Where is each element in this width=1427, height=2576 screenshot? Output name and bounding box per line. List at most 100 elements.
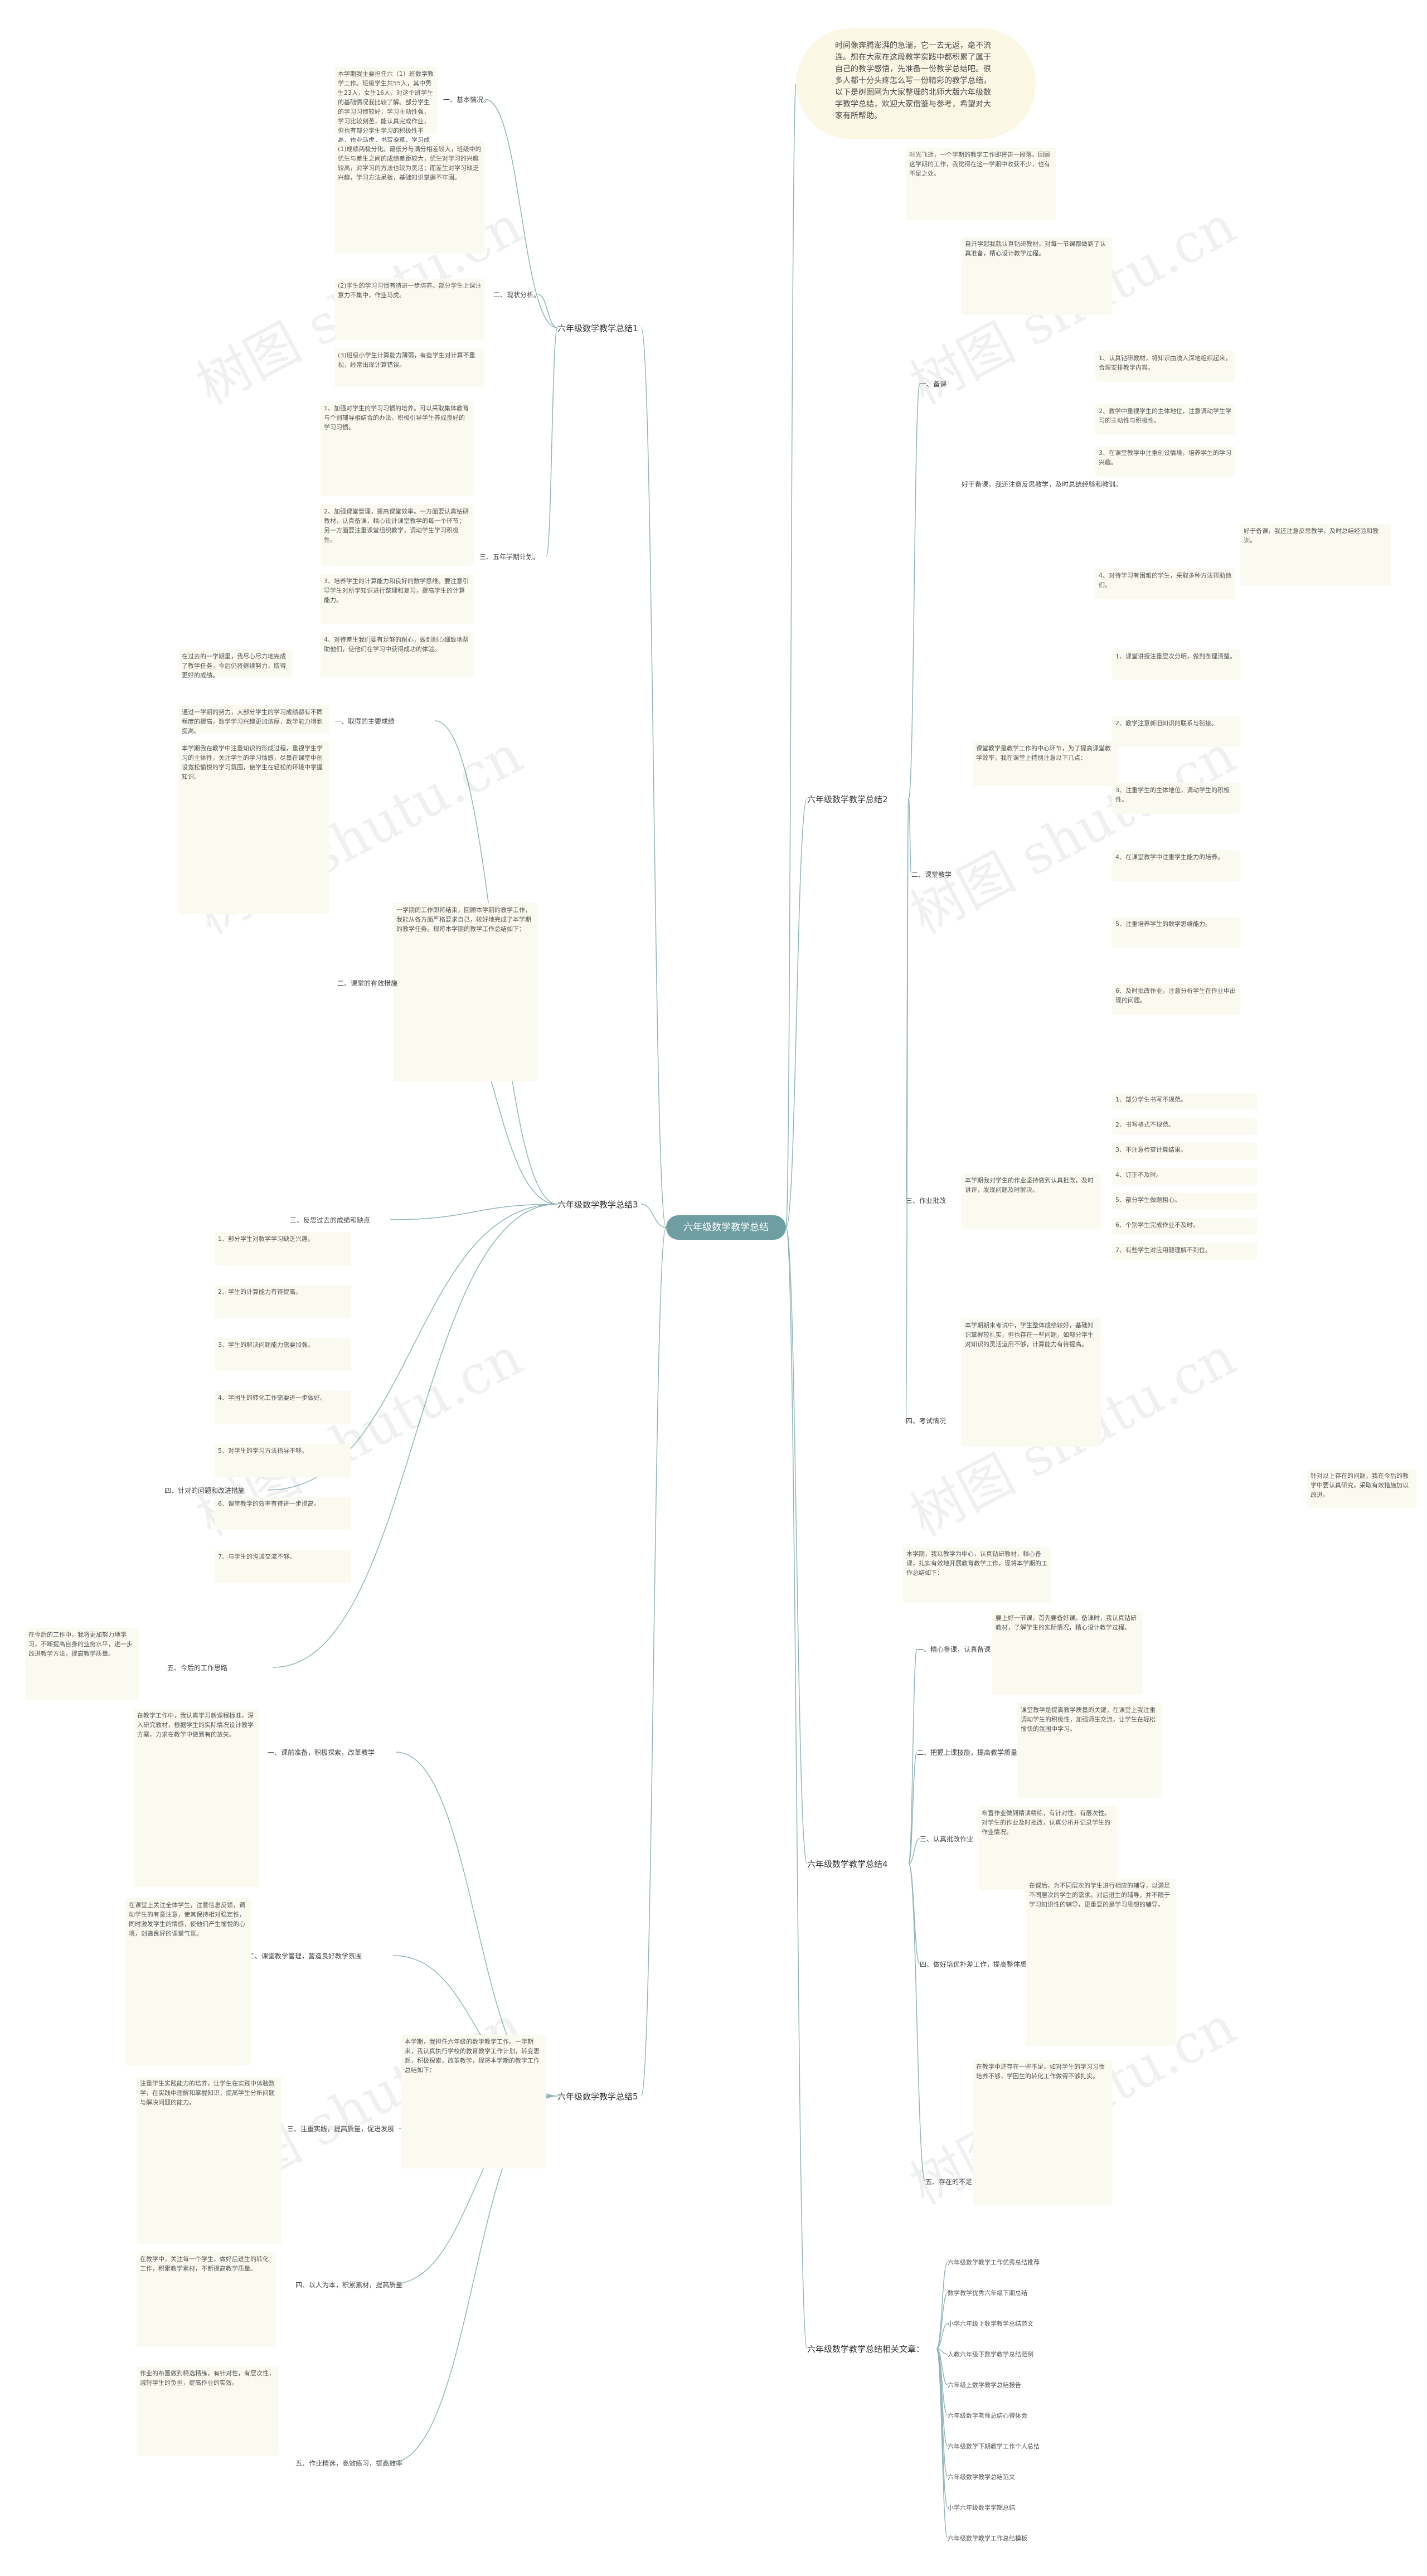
b1-analysis-text-2: (2)学生的学习习惯有待进一步培养。部分学生上课注意力不集中，作业马虎。 — [334, 279, 485, 340]
b2-preparation-reflection: 好于备课，我还注意反思教学，及时总结经验和教训。 — [1240, 524, 1391, 585]
b2-exam[interactable]: 四、考试情况 — [906, 1417, 947, 1425]
related-article-1[interactable]: 六年级数学教学工作优秀总结推荐 — [948, 2259, 1040, 2266]
b3-measures[interactable]: 二、课堂的有效措施 — [337, 979, 398, 987]
link-b4-sub5 — [908, 1863, 926, 2182]
b1-analysis[interactable]: 二、现状分析。 — [493, 291, 541, 299]
link-related-9 — [936, 2348, 948, 2508]
link-b4-sub2 — [908, 1752, 918, 1864]
b2-classroom[interactable]: 二、课堂教学 — [911, 871, 952, 879]
b4-shortcomings-text: 在教学中还存在一些不足，如对学生的学习习惯培养不够，学困生的转化工作做得不够扎实… — [973, 2060, 1112, 2205]
b2-homework-item-7: 7、有些学生对应用题理解不到位。 — [1112, 1243, 1257, 1260]
related-article-6[interactable]: 六年级数学老师总结心得体会 — [948, 2412, 1027, 2419]
b3-future-text: 在今后的工作中，我将更加努力地学习，不断提高自身的业务水平，进一步改进教学方法，… — [25, 1628, 139, 1700]
link-center-b4 — [785, 1227, 808, 1864]
b1-basic-info[interactable]: 一、基本情况。 — [443, 96, 491, 104]
b3-achievements[interactable]: 一、取得的主要成绩 — [334, 717, 395, 725]
b4-homework[interactable]: 三、认真批改作业 — [920, 1835, 974, 1843]
b2-exam-text: 本学期期末考试中，学生整体成绩较好，基础知识掌握较扎实，但也存在一些问题，如部分… — [962, 1318, 1101, 1447]
link-b4-sub3 — [908, 1838, 920, 1864]
link-b4-sub1 — [908, 1648, 918, 1864]
link-b1-sub1 — [484, 99, 558, 328]
related-article-9[interactable]: 小学六年级数学学期总结 — [948, 2504, 1015, 2511]
branch-summary-1[interactable]: 六年级数学教学总结1 — [557, 323, 638, 333]
link-b2-sub1 — [908, 383, 920, 799]
link-center-b2 — [785, 798, 808, 1228]
related-article-8[interactable]: 六年级数学教学总结范文 — [948, 2473, 1015, 2481]
b1-plan[interactable]: 三、五年学期计划。 — [479, 553, 540, 561]
link-center-b3 — [640, 1204, 667, 1228]
b1-basic-info-text: 本学期我主要担任六（1）班数学教学工作。班级学生共55人，其中男生23人，女生1… — [334, 67, 438, 153]
b5-people-first-text: 在教学中，关注每一个学生，做好后进生的转化工作，积累教学素材，不断提高教学质量。 — [137, 2252, 276, 2347]
link-b2-sub2 — [908, 798, 912, 875]
b2-preparation[interactable]: 一、备课 — [920, 380, 947, 388]
link-related-1 — [936, 2262, 948, 2349]
b5-classroom-text: 在课堂上关注全体学生，注意信息反馈，调动学生的有意注意，使其保持相对稳定性，同时… — [125, 1898, 251, 2065]
b4-intro-text: 本学期，我以教学为中心，认真钻研教材，精心备课，扎实有效地开展教育教学工作，现将… — [903, 1547, 1051, 1603]
b2-preparation-item-4: 4、对待学习有困难的学生，采取多种方法帮助他们。 — [1095, 569, 1235, 599]
link-b4-sub4 — [908, 1863, 920, 1964]
link-b1-sub3 — [546, 327, 558, 557]
b3-measures-text: 本学期我在教学中注重知识的形成过程，重视学生学习的主体性，关注学生的学习情感，尽… — [178, 741, 329, 914]
b3-reflection-item-7: 7、与学生的沟通交流不够。 — [215, 1550, 351, 1583]
b2-exam-side: 针对以上存在的问题，我在今后的教学中要认真研究，采取有效措施加以改进。 — [1307, 1469, 1416, 1508]
related-article-4[interactable]: 人教六年级下数学教学总结范例 — [948, 2351, 1033, 2358]
b4-shortcomings[interactable]: 五、存在的不足 — [925, 2178, 973, 2186]
branch-summary-3[interactable]: 六年级数学教学总结3 — [557, 1200, 638, 1210]
link-b2-sub4 — [905, 798, 909, 1421]
branch-summary-4[interactable]: 六年级数学教学总结4 — [807, 1859, 888, 1869]
b2-homework-item-3: 3、不注意检查计算结果。 — [1112, 1143, 1257, 1160]
b2-homework-intro: 本学期我对学生的作业坚持做到认真批改，及时讲评，发现问题及时解决。 — [962, 1173, 1101, 1229]
related-article-7[interactable]: 六年级数学下期教学工作个人总结 — [948, 2443, 1040, 2450]
b5-homework[interactable]: 五、作业精选，高效练习，提高效率 — [295, 2459, 403, 2467]
b3-reflection-item-6: 6、课堂教学的效率有待进一步提高。 — [215, 1497, 351, 1530]
b5-people-first[interactable]: 四、以人为本，积累素材，提高质量 — [295, 2281, 403, 2289]
related-article-10[interactable]: 六年级数学教学工作总结模板 — [948, 2535, 1027, 2542]
branch-summary-2[interactable]: 六年级数学教学总结2 — [807, 794, 888, 804]
b1-analysis-text-3: (3)班级小学生计算能力薄弱，有些学生对计算不重视，经常出现计算错误。 — [334, 348, 485, 387]
b4-homework-text: 布置作业做到精读精练，有针对性，有层次性。对学生的作业及时批改，认真分析并记录学… — [978, 1806, 1118, 1890]
related-article-3[interactable]: 小学六年级上数学教学总结范文 — [948, 2320, 1033, 2327]
branch-summary-5[interactable]: 六年级数学教学总结5 — [557, 2092, 638, 2102]
b5-practice[interactable]: 三、注重实践，提高质量，促进发展 — [287, 2125, 395, 2133]
b5-preparation-text: 在教学工作中，我认真学习新课程标准，深入研究教材，根据学生的实际情况设计教学方案… — [134, 1709, 259, 1887]
b3-reflection-item-3: 3、学生的解决问题能力需要加强。 — [215, 1338, 351, 1371]
b2-preparation-tail: 好于备课，我还注意反思教学，及时总结经验和教训。 — [962, 481, 1123, 488]
link-center-intro — [785, 83, 797, 1228]
b2-preparation-item-2: 2、教学中重视学生的主体地位，注意调动学生学习的主动性与积极性。 — [1095, 404, 1235, 435]
link-center-related — [785, 1227, 808, 2349]
b2-classroom-item-4: 4、在课堂教学中注重学生能力的培养。 — [1112, 850, 1240, 881]
b2-classroom-item-1: 1、课堂讲授注重层次分明，做到条理清楚。 — [1112, 649, 1240, 680]
b4-lesson-prep[interactable]: 一、精心备课，认真备课 — [917, 1646, 991, 1653]
b3-intro-text: 一学期的工作即将结束，回顾本学期的教学工作，我能从各方面严格要求自己，较好地完成… — [393, 903, 538, 1081]
b3-reflection-item-2: 2、学生的计算能力有待提高。 — [215, 1285, 351, 1318]
link-b1-sub2 — [537, 294, 558, 328]
central-topic[interactable]: 六年级数学教学总结 — [666, 1215, 786, 1240]
b1-plan-text-2: 2、加强课堂管理，提高课堂效率。一方面要认真钻研教材，认真备课，精心设计课堂教学… — [321, 504, 474, 566]
branch-related-articles[interactable]: 六年级数学教学总结相关文章： — [807, 2344, 925, 2354]
b1-tail-text: 在过去的一学期里，我尽心尽力地完成了教学任务，今后仍将继续努力，取得更好的成绩。 — [178, 649, 293, 679]
b2-classroom-item-2: 2、教学注意新旧知识的联系与衔接。 — [1112, 716, 1240, 747]
b5-classroom[interactable]: 二、课堂教学管理，营造良好教学氛围 — [248, 1952, 362, 1960]
b4-tutoring[interactable]: 四、做好培优补差工作，提高整体质量 — [920, 1961, 1034, 1968]
b2-intro-text: 时光飞逝，一个学期的教学工作即将告一段落。回顾这学期的工作，我觉得在这一学期中收… — [906, 148, 1056, 220]
link-related-3 — [936, 2323, 948, 2349]
b2-preparation-intro: 自开学起我就认真钻研教材，对每一节课都做到了认真准备，精心设计教学过程。 — [962, 237, 1112, 315]
link-center-b1 — [640, 327, 667, 1228]
b3-improvements[interactable]: 四、针对的问题和改进措施 — [164, 1487, 245, 1495]
b2-homework[interactable]: 三、作业批改 — [906, 1197, 947, 1205]
related-article-5[interactable]: 六年级上数学教学总结报告 — [948, 2381, 1021, 2389]
b3-future[interactable]: 五、今后的工作思路 — [167, 1664, 228, 1672]
b4-teaching-skill-text: 课堂教学是提高教学质量的关键，在课堂上我注重调动学生的积极性，加强师生交流，让学… — [1017, 1703, 1162, 1798]
b4-lesson-prep-text: 要上好一节课，首先要备好课。备课时，我认真钻研教材，了解学生的实际情况，精心设计… — [992, 1611, 1143, 1695]
b2-homework-item-1: 1、部分学生书写不规范。 — [1112, 1093, 1257, 1109]
b5-preparation[interactable]: 一、课前准备，积极探索，改革教学 — [268, 1749, 375, 1757]
link-related-2 — [936, 2292, 948, 2349]
related-article-2[interactable]: 数学教学优秀六年级下期总结 — [948, 2289, 1027, 2297]
b5-practice-text: 注重学生实践能力的培养，让学生在实践中体验数学，在实践中理解和掌握知识，提高学生… — [137, 2077, 281, 2244]
b1-plan-text-1: 1、加强对学生的学习习惯的培养。可以采取集体教育与个别辅导相结合的办法，积极引导… — [321, 401, 474, 496]
b3-reflection[interactable]: 三、反思过去的成绩和缺点 — [290, 1216, 371, 1224]
b1-analysis-text-1: (1)成绩两极分化。最低分与满分相差较大，班级中的优生与差生之间的成绩差距较大，… — [334, 142, 485, 254]
b4-teaching-skill[interactable]: 二、把握上课技能，提高教学质量 — [917, 1749, 1018, 1757]
